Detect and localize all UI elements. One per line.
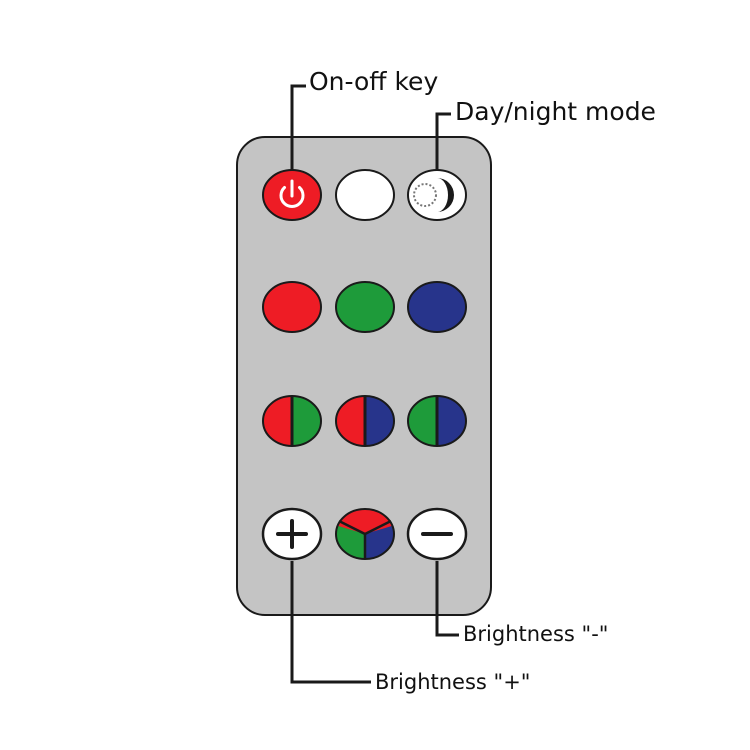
sun-moon-icon [413,178,454,212]
red-green-button[interactable] [262,395,322,447]
white-light-button[interactable] [335,169,395,221]
day-night-mode-label: Day/night mode [455,97,656,126]
red-blue-button[interactable] [335,395,395,447]
brightness-plus-callout-line [290,561,371,684]
on-off-callout-line [290,84,306,170]
day-night-callout-line [435,112,451,170]
callout-lines [290,84,459,684]
brightness-minus-label: Brightness "-" [463,622,609,646]
remote-body [236,136,492,616]
red-button[interactable] [262,281,322,333]
power-icon [279,179,305,209]
on-off-key-label: On-off key [309,67,439,96]
brightness-minus-callout-line [435,561,459,637]
blue-button[interactable] [407,281,467,333]
on-off-button[interactable] [262,169,322,221]
day-night-mode-button[interactable] [407,169,467,221]
brightness-minus-button[interactable] [406,507,468,561]
brightness-plus-label: Brightness "+" [375,670,531,694]
brightness-plus-button[interactable] [261,507,323,561]
green-button[interactable] [335,281,395,333]
green-blue-button[interactable] [407,395,467,447]
plus-icon [276,519,308,549]
